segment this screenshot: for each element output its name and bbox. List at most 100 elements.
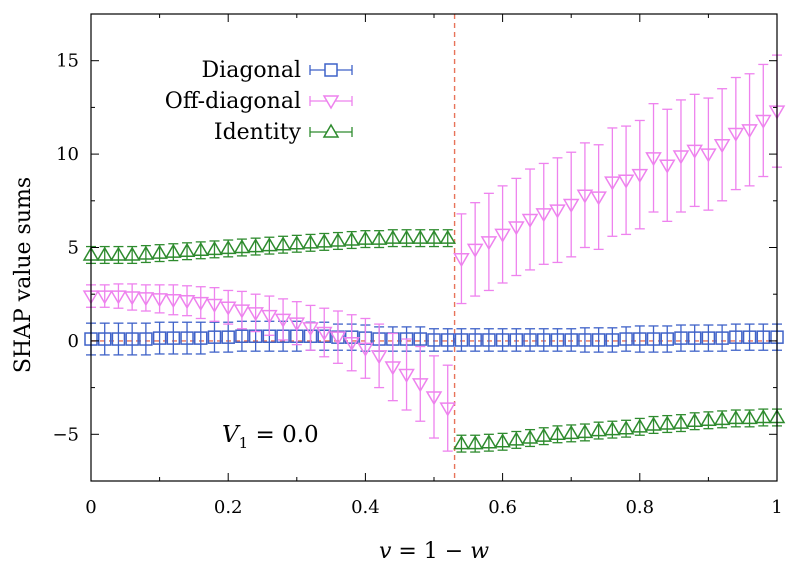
point-diagonal bbox=[605, 333, 620, 347]
point-diagonal bbox=[111, 332, 126, 346]
x-tick-label: 0.4 bbox=[351, 497, 380, 518]
point-identity bbox=[727, 409, 745, 425]
point-diagonal bbox=[495, 333, 510, 347]
series-layer bbox=[82, 54, 786, 453]
point-identity bbox=[549, 425, 566, 441]
point-off-diagonal bbox=[219, 301, 237, 316]
point-off-diagonal bbox=[315, 326, 333, 341]
point-identity bbox=[288, 235, 306, 250]
point-diagonal bbox=[633, 332, 647, 346]
point-off-diagonal bbox=[288, 317, 306, 332]
x-axis-title: v = 1 − w bbox=[379, 539, 489, 564]
point-identity bbox=[274, 236, 292, 251]
point-identity bbox=[192, 241, 210, 257]
point-identity bbox=[247, 238, 264, 253]
series-diagonal bbox=[84, 320, 784, 356]
point-identity bbox=[384, 229, 402, 244]
point-diagonal bbox=[207, 330, 222, 344]
point-off-diagonal bbox=[178, 294, 196, 310]
point-off-diagonal bbox=[604, 176, 621, 191]
point-off-diagonal bbox=[411, 378, 429, 393]
point-diagonal bbox=[152, 331, 167, 345]
point-off-diagonal bbox=[110, 290, 127, 305]
point-diagonal bbox=[729, 330, 743, 344]
point-off-diagonal bbox=[727, 127, 745, 143]
point-diagonal bbox=[125, 332, 139, 346]
point-off-diagonal bbox=[576, 189, 594, 204]
point-identity bbox=[261, 237, 278, 252]
point-identity bbox=[754, 408, 772, 424]
point-identity bbox=[686, 412, 703, 427]
point-identity bbox=[329, 232, 347, 247]
point-off-diagonal bbox=[590, 191, 607, 206]
point-off-diagonal bbox=[466, 243, 484, 258]
point-off-diagonal bbox=[672, 150, 690, 165]
point-identity bbox=[425, 229, 443, 244]
point-identity bbox=[672, 414, 690, 429]
point-diagonal bbox=[139, 332, 153, 346]
point-off-diagonal bbox=[151, 293, 168, 308]
x-tick-label: 1 bbox=[771, 497, 782, 518]
point-off-diagonal bbox=[247, 307, 264, 322]
point-diagonal bbox=[482, 333, 496, 347]
point-off-diagonal bbox=[398, 368, 415, 384]
legend-label-off-diagonal: Off-diagonal bbox=[165, 89, 301, 114]
point-identity bbox=[137, 245, 155, 260]
point-identity bbox=[343, 231, 360, 246]
point-diagonal bbox=[468, 333, 482, 347]
point-identity bbox=[713, 410, 731, 426]
point-identity bbox=[480, 434, 498, 449]
point-off-diagonal bbox=[521, 213, 539, 228]
point-diagonal bbox=[427, 333, 441, 347]
point-diagonal bbox=[166, 331, 181, 345]
point-identity bbox=[535, 427, 553, 442]
point-identity bbox=[370, 230, 388, 245]
point-identity bbox=[576, 423, 594, 439]
point-diagonal bbox=[715, 331, 729, 345]
point-off-diagonal bbox=[233, 304, 251, 319]
point-diagonal bbox=[221, 330, 235, 344]
x-tick-label: 0 bbox=[85, 497, 96, 518]
point-identity bbox=[219, 239, 237, 255]
point-diagonal bbox=[97, 332, 112, 346]
point-diagonal bbox=[413, 332, 428, 346]
point-off-diagonal bbox=[96, 290, 114, 305]
series-off-diagonal bbox=[82, 54, 786, 452]
point-diagonal bbox=[646, 332, 661, 346]
point-identity bbox=[700, 411, 717, 427]
legend-marker-off-diagonal bbox=[322, 95, 340, 110]
point-diagonal bbox=[660, 332, 674, 346]
v1-annotation: V1 = 0.0 bbox=[222, 422, 319, 452]
point-identity bbox=[631, 418, 649, 433]
point-diagonal bbox=[591, 333, 606, 347]
y-tick-label: −5 bbox=[52, 424, 79, 445]
point-off-diagonal bbox=[137, 292, 155, 307]
point-diagonal bbox=[440, 333, 455, 347]
point-diagonal bbox=[509, 333, 524, 347]
y-tick-label: 15 bbox=[56, 51, 79, 72]
point-diagonal bbox=[578, 333, 592, 347]
point-off-diagonal bbox=[617, 174, 635, 189]
point-identity bbox=[398, 229, 415, 244]
point-identity bbox=[741, 409, 758, 425]
point-identity bbox=[508, 431, 525, 446]
point-identity bbox=[96, 246, 114, 261]
point-off-diagonal bbox=[658, 159, 676, 174]
legend-marker-identity bbox=[322, 123, 340, 138]
point-identity bbox=[315, 233, 333, 248]
point-off-diagonal bbox=[261, 309, 278, 325]
point-identity bbox=[233, 239, 251, 254]
point-identity bbox=[439, 229, 457, 244]
point-off-diagonal bbox=[206, 298, 223, 313]
point-off-diagonal bbox=[645, 152, 662, 167]
point-diagonal bbox=[564, 333, 578, 347]
point-identity bbox=[562, 424, 580, 440]
point-off-diagonal bbox=[274, 313, 292, 328]
point-off-diagonal bbox=[700, 148, 717, 163]
point-off-diagonal bbox=[425, 391, 443, 406]
x-tick-label: 0.6 bbox=[488, 497, 517, 518]
point-off-diagonal bbox=[384, 361, 402, 376]
point-identity bbox=[604, 421, 621, 436]
